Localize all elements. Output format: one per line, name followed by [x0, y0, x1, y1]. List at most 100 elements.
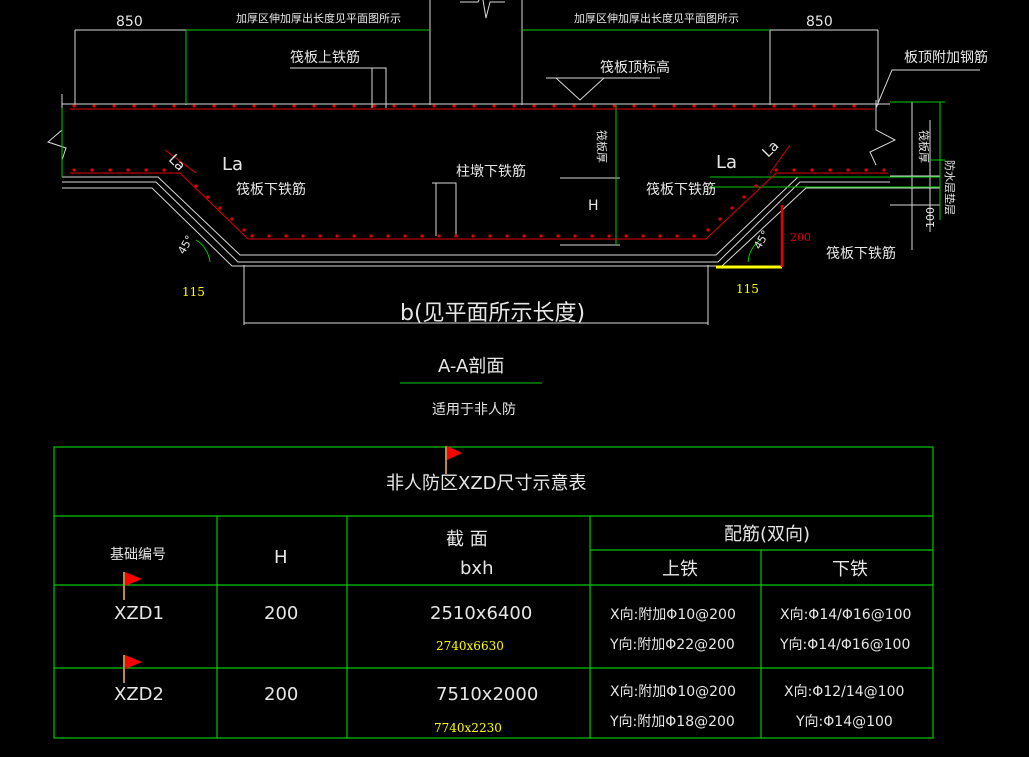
rebar-dot: [532, 104, 536, 108]
rebar-dot: [505, 234, 509, 238]
rebar-dot: [72, 168, 76, 172]
row-section: 2510x6400: [430, 603, 532, 624]
rebar-dot: [232, 104, 236, 108]
rebar-dot: [752, 104, 756, 108]
row-h: 200: [264, 603, 298, 624]
green-dimension-lines: [61, 29, 945, 263]
label-la-2: La: [222, 154, 243, 175]
label-top-elevation: 筏板顶标高: [600, 59, 670, 76]
rebar-dot: [792, 168, 796, 172]
rebar-dot: [658, 234, 662, 238]
rebar-dot: [386, 234, 390, 238]
rebar-lines: [70, 108, 888, 240]
rebar-dot: [692, 234, 696, 238]
rebar-dot: [706, 228, 710, 232]
section-drawing: 850 850 加厚区伸加厚出长度见平面图所示 加厚区伸加厚出长度见平面图所示 …: [47, 0, 988, 418]
rebar-dot: [742, 195, 746, 199]
rebar-dot: [312, 104, 316, 108]
rebar-dot: [573, 234, 577, 238]
rebar-dot: [132, 104, 136, 108]
label-b-width: b(见平面所示长度): [400, 301, 585, 326]
table-row: XZD2 200 7510x2000 7740x2230 X向:附加Φ10@20…: [114, 684, 904, 735]
label-raft-thickness-right: 筏板厚: [917, 130, 931, 163]
rebar-dot: [792, 104, 796, 108]
header-code: 基础编号: [110, 546, 166, 563]
rebar-dot: [846, 168, 850, 172]
rebar-dot: [72, 104, 76, 108]
rebar-dot: [206, 195, 210, 199]
rebar-dot: [882, 168, 886, 172]
row-top-y: Y向:附加Φ18@200: [609, 714, 735, 730]
rebar-dot: [152, 104, 156, 108]
rebar-dot: [292, 104, 296, 108]
rebar-dot: [90, 168, 94, 172]
rebar-dot: [267, 234, 271, 238]
rebar-dot: [437, 234, 441, 238]
rebar-dot: [675, 234, 679, 238]
rebar-dot: [732, 104, 736, 108]
rebar-dot: [318, 234, 322, 238]
rebar-dot: [652, 104, 656, 108]
rebar-dot: [392, 104, 396, 108]
rebar-dots: [72, 104, 886, 238]
row-h: 200: [264, 684, 298, 705]
rebar-dot: [335, 234, 339, 238]
rebar-dot: [471, 234, 475, 238]
header-rebar: 配筋(双向): [724, 524, 810, 545]
rebar-dot: [250, 234, 254, 238]
rebar-dot: [242, 228, 246, 232]
header-top-rebar: 上铁: [662, 559, 698, 580]
rebar-dot: [864, 168, 868, 172]
rebar-dot: [194, 184, 198, 188]
rebar-dot: [126, 168, 130, 172]
dimension-200-red: 200: [790, 231, 811, 244]
row-bottom-x: X向:Φ14/Φ16@100: [780, 607, 911, 623]
rebar-dot: [403, 234, 407, 238]
rebar-dot: [730, 206, 734, 210]
rebar-dot: [692, 104, 696, 108]
rebar-dot: [754, 184, 758, 188]
rebar-dot: [352, 104, 356, 108]
rebar-dot: [284, 234, 288, 238]
dimension-100: 100: [924, 207, 937, 228]
section-subtitle: 适用于非人防: [432, 402, 516, 418]
rebar-dot: [539, 234, 543, 238]
rebar-dot: [812, 104, 816, 108]
rebar-dot: [454, 234, 458, 238]
flag-row-1: [123, 572, 142, 600]
rebar-dot: [512, 104, 516, 108]
rebar-dot: [712, 104, 716, 108]
row-section: 7510x2000: [436, 684, 538, 705]
table-row: XZD1 200 2510x6400 2740x6630 X向:附加Φ10@20…: [114, 603, 911, 653]
thicken-note-left: 加厚区伸加厚出长度见平面图所示: [236, 11, 401, 25]
rebar-dot: [92, 104, 96, 108]
rebar-dot: [607, 234, 611, 238]
row-top-x: X向:附加Φ10@200: [610, 607, 736, 623]
rebar-dot: [492, 104, 496, 108]
rebar-dot: [832, 104, 836, 108]
rebar-dot: [162, 168, 166, 172]
row-section-alt: 2740x6630: [436, 639, 504, 653]
rebar-dot: [372, 104, 376, 108]
rebar-dot: [612, 104, 616, 108]
rebar-dot: [641, 234, 645, 238]
rebar-dot: [301, 234, 305, 238]
rebar-dot: [472, 104, 476, 108]
row-top-y: Y向:附加Φ22@200: [609, 637, 735, 653]
top-dimension-left: 850: [116, 14, 143, 30]
rebar-dot: [810, 168, 814, 172]
header-h: H: [274, 547, 288, 568]
row-code: XZD1: [114, 603, 164, 624]
label-la-3: La: [716, 152, 737, 173]
rebar-dot: [230, 217, 234, 221]
row-bottom-y: Y向:Φ14/Φ16@100: [779, 637, 910, 653]
rebar-dot: [192, 104, 196, 108]
rebar-dot: [632, 104, 636, 108]
label-top-rebar: 筏板上铁筋: [290, 49, 360, 66]
rebar-dot: [572, 104, 576, 108]
rebar-dot: [369, 234, 373, 238]
rebar-dot: [552, 104, 556, 108]
rebar-dot: [272, 104, 276, 108]
label-bottom-rebar-mid: 筏板下铁筋: [646, 181, 716, 198]
